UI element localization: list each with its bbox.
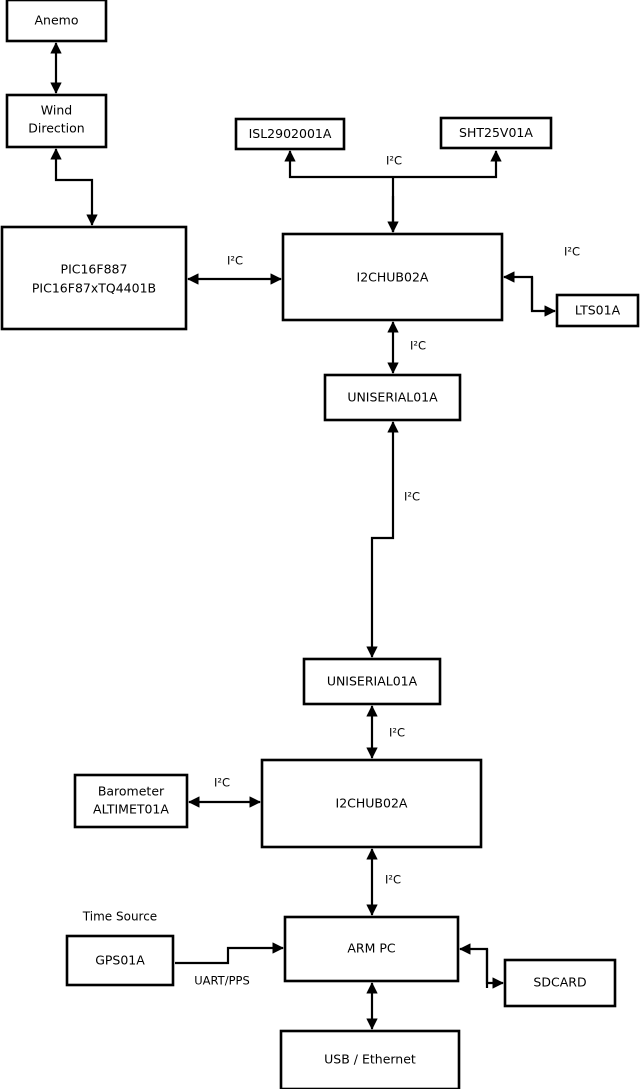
edge-label-i2c-hub-uniserial: I²C	[410, 339, 426, 353]
node-anemo[interactable]: Anemo	[5, 0, 108, 43]
node-i2chub02a-bottom[interactable]: I2CHUB02A	[260, 758, 483, 849]
label-time-source: Time Source	[82, 910, 157, 924]
node-isl2902001a-label: ISL2902001A	[249, 126, 332, 141]
edge-armpc-to-sdcard	[485, 949, 504, 989]
node-barometer-label-line1: Barometer	[98, 784, 165, 799]
edge-label-i2c-hub-lts: I²C	[564, 245, 580, 259]
edge-label-i2c-hub-armpc: I²C	[385, 873, 401, 887]
node-arm-pc-label: ARM PC	[347, 941, 396, 956]
edge-uniserial-link	[366, 421, 399, 658]
node-uniserial01a-lower[interactable]: UNISERIAL01A	[302, 657, 442, 706]
edge-hub-to-lts	[530, 277, 556, 317]
node-pic-mcu-label-line2: PIC16F87xTQ4401B	[32, 281, 156, 296]
edge-label-uart-pps: UART/PPS	[194, 974, 250, 988]
edge-labels-layer: I²C I²C I²C I²C I²C I²C I²C I²C UART/PPS	[194, 154, 580, 988]
node-uniserial01a-lower-label: UNISERIAL01A	[327, 674, 418, 689]
node-usb-ethernet[interactable]: USB / Ethernet	[279, 1029, 461, 1089]
edges-layer	[50, 42, 556, 1030]
edge-gps-armpc	[175, 942, 284, 965]
node-arm-pc[interactable]: ARM PC	[283, 915, 460, 983]
node-pic-mcu[interactable]: PIC16F887 PIC16F87xTQ4401B	[0, 225, 188, 331]
edge-label-i2c-uniserial-hub: I²C	[389, 726, 405, 740]
node-sdcard-label: SDCARD	[533, 975, 586, 990]
edge-sdcard-to-armpc	[459, 943, 489, 988]
free-labels-layer: Time Source	[82, 910, 157, 924]
node-i2chub02a-top-label: I2CHUB02A	[357, 270, 429, 285]
edge-label-i2c-uniserial-link: I²C	[404, 490, 420, 504]
node-pic-mcu-label-line1: PIC16F887	[61, 262, 128, 277]
node-wind-direction-label-line2: Direction	[28, 121, 84, 136]
edge-lts-to-hub	[503, 271, 534, 310]
node-wind-direction[interactable]: Wind Direction	[5, 93, 108, 149]
node-i2chub02a-bottom-label: I2CHUB02A	[336, 796, 408, 811]
node-gps01a[interactable]: GPS01A	[65, 934, 175, 987]
node-wind-direction-label-line1: Wind	[41, 103, 72, 118]
edge-hub-to-isl	[284, 150, 393, 179]
node-sdcard[interactable]: SDCARD	[503, 958, 617, 1008]
edge-label-i2c-barometer-hub: I²C	[214, 776, 230, 790]
edge-label-i2c-pic-hub: I²C	[227, 254, 243, 268]
node-lts01a[interactable]: LTS01A	[555, 293, 640, 328]
node-lts01a-label: LTS01A	[575, 303, 621, 318]
node-barometer-label-line2: ALTIMET01A	[93, 802, 169, 817]
edge-hub-to-sht	[393, 150, 502, 179]
node-uniserial01a-upper[interactable]: UNISERIAL01A	[323, 373, 462, 422]
edge-pic-winddirection	[50, 148, 98, 226]
node-barometer[interactable]: Barometer ALTIMET01A	[73, 773, 189, 829]
node-usb-ethernet-label: USB / Ethernet	[324, 1052, 416, 1067]
node-sht25v01a[interactable]: SHT25V01A	[439, 116, 553, 150]
node-isl2902001a[interactable]: ISL2902001A	[234, 117, 346, 151]
node-gps01a-label: GPS01A	[95, 953, 145, 968]
node-anemo-label: Anemo	[35, 13, 79, 28]
edge-label-i2c-top-sensors: I²C	[386, 154, 402, 168]
node-uniserial01a-upper-label: UNISERIAL01A	[347, 390, 438, 405]
node-i2chub02a-top[interactable]: I2CHUB02A	[281, 232, 504, 322]
node-sht25v01a-label: SHT25V01A	[459, 125, 533, 140]
